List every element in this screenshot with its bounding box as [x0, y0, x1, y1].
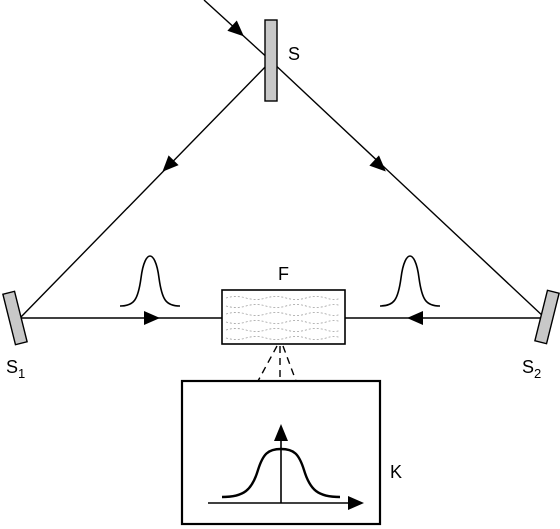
detection-cone [257, 345, 297, 382]
beam-to-right-mirror [270, 60, 546, 319]
right-mirror [534, 289, 560, 345]
beam-splitter-label: S [288, 44, 300, 64]
beam-paths [19, 0, 546, 319]
left-mirror-subscript: 1 [18, 366, 25, 381]
detector-label: K [390, 462, 402, 482]
right-horizontal-arrow [407, 311, 423, 325]
right-diagonal-arrow [369, 155, 391, 177]
left-horizontal-arrow [144, 311, 160, 325]
plot-y-axis-arrow [274, 424, 288, 441]
crystal-label: F [278, 264, 289, 284]
beam-to-left-mirror [19, 60, 272, 319]
left-mirror-letter: S [6, 357, 18, 377]
left-mirror [2, 290, 28, 346]
right-mirror-subscript: 2 [534, 366, 541, 381]
plot-x-axis-arrow [348, 496, 364, 510]
right-mirror-letter: S [522, 357, 534, 377]
left-mirror-label: S1 [6, 357, 25, 381]
autocorrelation-curve [221, 447, 341, 499]
nonlinear-crystal [221, 289, 346, 345]
right-mirror-label: S2 [522, 357, 541, 381]
autocorrelation-plot [208, 424, 364, 510]
crystal-texture [225, 296, 341, 340]
right-pulse-icon [379, 255, 441, 307]
beam-splitter [264, 19, 278, 102]
left-pulse-icon [119, 255, 181, 307]
